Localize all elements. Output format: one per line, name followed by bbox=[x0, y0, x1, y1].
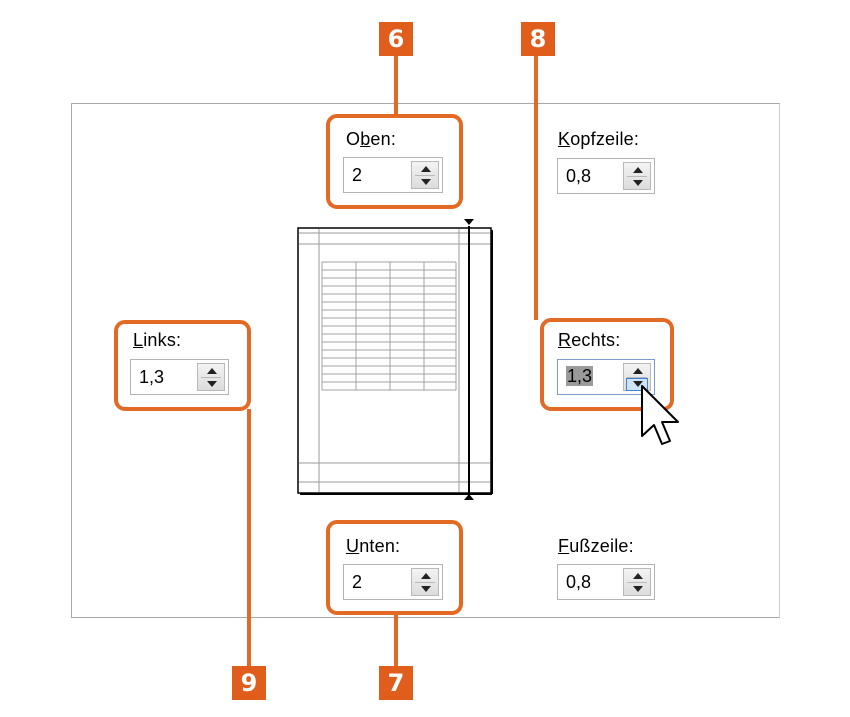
spinner-up-icon[interactable] bbox=[633, 368, 643, 374]
header-margin-value[interactable]: 0,8 bbox=[566, 166, 592, 186]
callout-frame-right bbox=[540, 318, 674, 411]
callout-line-right bbox=[534, 52, 538, 320]
spinner-up-icon[interactable] bbox=[207, 368, 217, 374]
footer-margin-spin-buttons[interactable] bbox=[623, 568, 651, 596]
preview-marker-top bbox=[464, 219, 474, 225]
preview-table-grid bbox=[321, 261, 457, 391]
header-margin-spin-buttons[interactable] bbox=[623, 162, 651, 190]
spinner-down-icon[interactable] bbox=[633, 586, 643, 592]
spinner-down-icon[interactable] bbox=[207, 381, 217, 387]
callout-badge-9: 9 bbox=[232, 666, 266, 700]
right-margin-spin-buttons[interactable] bbox=[623, 363, 651, 391]
callout-frame-top bbox=[326, 114, 463, 209]
callout-line-top bbox=[394, 53, 398, 116]
footer-margin-value[interactable]: 0,8 bbox=[566, 572, 592, 592]
callout-badge-6: 6 bbox=[379, 22, 413, 56]
callout-badge-8: 8 bbox=[521, 22, 555, 56]
spinner-up-icon[interactable] bbox=[633, 573, 643, 579]
left-margin-spinner[interactable]: 1,3 bbox=[130, 359, 229, 395]
footer-margin-spinner[interactable]: 0,8 bbox=[557, 564, 655, 600]
bottom-margin-label: Unten: bbox=[346, 536, 401, 556]
spinner-down-icon[interactable] bbox=[633, 381, 643, 387]
left-margin-value[interactable]: 1,3 bbox=[139, 367, 165, 387]
callout-frame-left bbox=[114, 320, 251, 411]
header-margin-label: Kopfzeile: bbox=[558, 129, 640, 149]
left-margin-label: Links: bbox=[133, 330, 182, 350]
callout-line-left bbox=[247, 409, 251, 670]
spinner-up-icon[interactable] bbox=[633, 167, 643, 173]
spinner-down-icon[interactable] bbox=[633, 180, 643, 186]
header-margin-spinner[interactable]: 0,8 bbox=[557, 158, 655, 194]
right-margin-spinner[interactable]: 1,3 bbox=[557, 359, 655, 395]
left-margin-spin-buttons[interactable] bbox=[197, 363, 225, 391]
preview-marker-bottom bbox=[464, 494, 474, 500]
top-margin-value[interactable]: 2 bbox=[352, 165, 363, 185]
callout-badge-7: 7 bbox=[379, 666, 413, 700]
callout-frame-bottom bbox=[326, 520, 463, 615]
bottom-margin-value[interactable]: 2 bbox=[352, 572, 363, 592]
right-margin-value[interactable]: 1,3 bbox=[566, 366, 594, 386]
right-margin-label: Rechts: bbox=[558, 330, 621, 350]
top-margin-spinner[interactable]: 2 bbox=[343, 157, 443, 193]
top-margin-label: Oben: bbox=[346, 129, 397, 149]
spinner-up-icon[interactable] bbox=[421, 166, 431, 172]
bottom-margin-spinner[interactable]: 2 bbox=[343, 564, 443, 600]
footer-margin-label: Fußzeile: bbox=[558, 536, 634, 556]
callout-line-bottom bbox=[394, 613, 398, 669]
spinner-up-icon[interactable] bbox=[421, 573, 431, 579]
preview-page bbox=[297, 227, 492, 494]
mouse-cursor-icon bbox=[641, 385, 679, 445]
top-margin-spin-buttons[interactable] bbox=[411, 161, 439, 189]
spinner-down-icon[interactable] bbox=[421, 179, 431, 185]
bottom-margin-spin-buttons[interactable] bbox=[411, 568, 439, 596]
spinner-down-icon[interactable] bbox=[421, 586, 431, 592]
